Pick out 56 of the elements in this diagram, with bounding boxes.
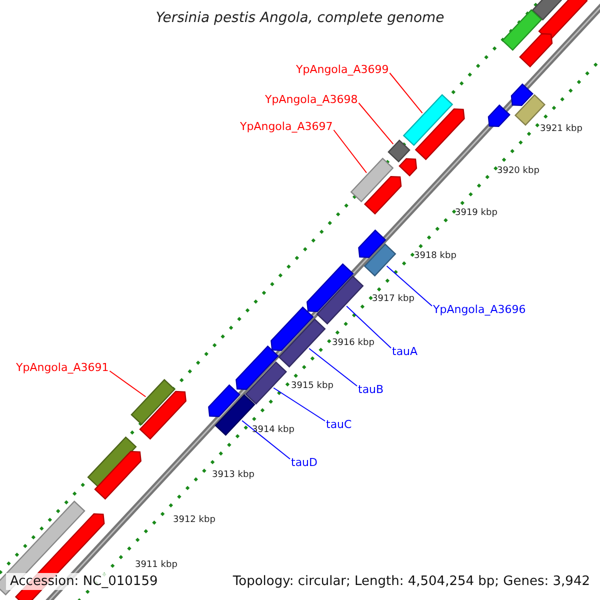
gene-bar <box>364 243 396 277</box>
gene-feature-block <box>358 229 386 258</box>
gene-label: YpAngola_A3699 <box>296 64 389 75</box>
gene-bar <box>0 500 86 596</box>
leader-line <box>386 265 432 306</box>
leader-line <box>358 102 394 145</box>
scale-tick-label: 3914 kbp <box>252 426 294 435</box>
scale-tick-label: 3920 kbp <box>497 167 540 176</box>
gene-bar <box>502 9 542 51</box>
gene-feature-block <box>236 345 279 390</box>
scale-tick-label: 3912 kbp <box>173 516 216 525</box>
gene-feature-block <box>139 390 186 440</box>
gene-feature-block <box>519 33 553 68</box>
leader-line <box>308 348 358 386</box>
leader-line <box>389 72 423 114</box>
gene-feature-block <box>414 108 465 160</box>
gene-bar <box>87 436 137 488</box>
gene-feature-block <box>208 384 240 418</box>
leader-line <box>346 306 392 348</box>
leader-line <box>273 387 326 422</box>
scale-tick-label: 3916 kbp <box>332 339 374 348</box>
gene-bar <box>130 378 176 426</box>
scale-tick-label: 3919 kbp <box>455 209 498 218</box>
gene-bar <box>388 140 410 162</box>
gene-feature-block <box>398 158 418 176</box>
leader-line <box>109 370 146 398</box>
gene-bar <box>278 318 326 368</box>
gene-label: tauB <box>358 384 384 395</box>
scale-tick-label: 3915 kbp <box>291 382 334 391</box>
gene-bar <box>316 275 364 325</box>
gene-label: YpAngola_A3691 <box>16 362 109 373</box>
gene-feature-block <box>94 450 142 500</box>
gene-label: tauD <box>291 457 318 468</box>
gene-bar <box>244 361 288 405</box>
scale-tick-label: 3918 kbp <box>414 252 456 261</box>
gene-bar <box>402 94 454 146</box>
scale-tick-label: 3911 kbp <box>135 561 178 570</box>
map-title: Yersinia pestis Angola, complete genome <box>154 11 446 25</box>
gene-feature-block <box>270 306 314 351</box>
scale-tick-label: 3921 kbp <box>540 125 582 134</box>
gene-feature-block <box>306 263 354 312</box>
gene-bar <box>532 0 564 21</box>
gene-feature-block <box>488 104 510 128</box>
scale-tick-label: 3917 kbp <box>372 295 414 304</box>
gene-label: YpAngola_A3696 <box>433 304 526 315</box>
gene-label: YpAngola_A3697 <box>240 121 333 132</box>
gene-bar <box>350 158 394 202</box>
leader-line <box>242 420 290 460</box>
scale-tick-label: 3913 kbp <box>212 471 254 480</box>
gene-label: tauC <box>326 419 352 430</box>
gene-bar <box>514 94 546 126</box>
gene-label: YpAngola_A3698 <box>265 94 358 105</box>
leader-line <box>333 130 368 174</box>
gene-feature-block <box>510 83 534 106</box>
gene-feature-block <box>364 176 402 215</box>
gene-label: tauA <box>392 346 418 357</box>
